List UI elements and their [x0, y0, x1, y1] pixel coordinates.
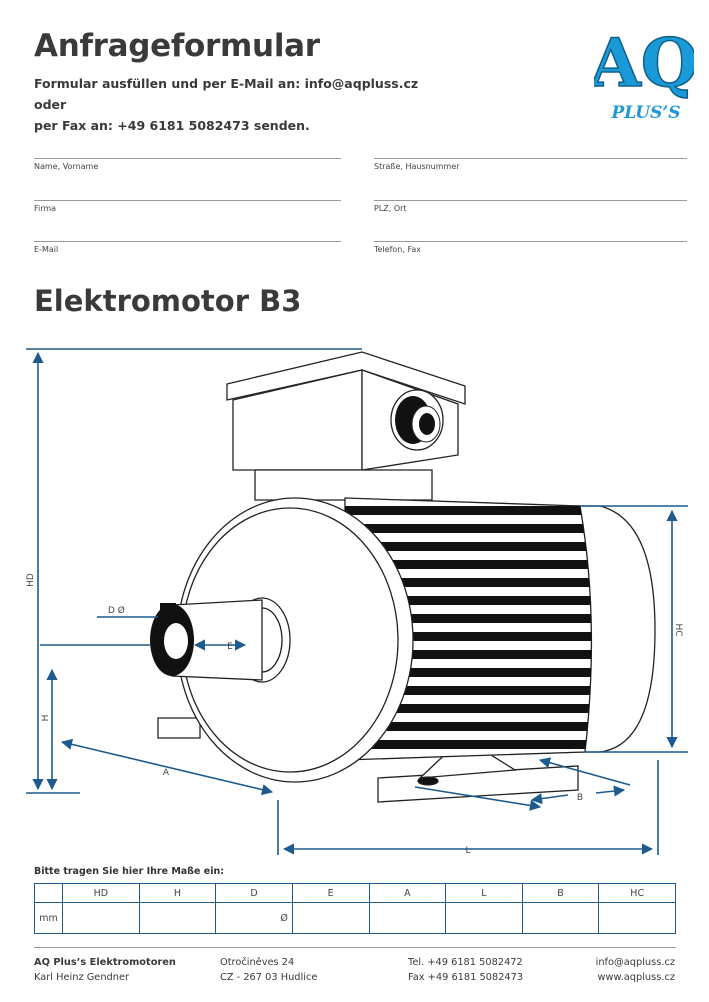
footer-phone: Tel. +49 6181 5082472 Fax +49 6181 50824… [408, 955, 523, 985]
input-e[interactable] [291, 902, 370, 934]
footer-web[interactable]: www.aqpluss.cz [597, 972, 675, 983]
name-field[interactable] [34, 158, 341, 159]
motor-feet [157, 717, 579, 803]
zip-city-field[interactable] [374, 200, 687, 201]
footer-street: Otročiněves 24 [220, 957, 295, 968]
section-title: Elektromotor B3 [34, 284, 302, 318]
logo-subtitle: PLUS’S [610, 103, 680, 123]
footer-company-name: AQ Plus’s Elektromotoren [34, 957, 176, 968]
input-hd[interactable] [62, 902, 140, 934]
phone-fax-field-label: Telefon, Fax [374, 245, 421, 254]
label-a: A [163, 768, 170, 778]
street-field[interactable] [374, 158, 687, 159]
label-l: L [465, 846, 470, 856]
label-hd: HD [26, 573, 36, 587]
footer-fax: Fax +49 6181 5082473 [408, 972, 524, 983]
footer-contact: info@aqpluss.cz www.aqpluss.cz [560, 955, 675, 985]
logo-letters: AQ [594, 24, 694, 102]
street-field-label: Straße, Hausnummer [374, 162, 460, 171]
table-corner-cell [34, 883, 63, 903]
label-e: E [227, 642, 233, 652]
aq-pluss-logo: AQ PLUS’S [594, 23, 694, 123]
terminal-box [226, 351, 466, 501]
label-h: H [41, 715, 51, 722]
intro-line-2: per Fax an: +49 6181 5082473 senden. [34, 118, 310, 133]
header-hd: HD [62, 883, 140, 903]
input-d[interactable]: Ø [215, 902, 293, 934]
company-field[interactable] [34, 200, 341, 201]
input-b[interactable] [521, 902, 600, 934]
input-h[interactable] [138, 902, 217, 934]
header-e: E [291, 883, 370, 903]
footer-company: AQ Plus’s Elektromotoren Karl Heinz Gend… [34, 955, 176, 985]
footer-email[interactable]: info@aqpluss.cz [595, 957, 675, 968]
motor-rear-cap [574, 505, 656, 753]
email-field-label: E-Mail [34, 245, 59, 254]
footer-address: Otročiněves 24 CZ - 267 03 Hudlice [220, 955, 317, 985]
dimensions-table: HD H D E A L B HC mm Ø [34, 883, 676, 934]
phone-fax-field[interactable] [374, 241, 687, 242]
header-b: B [521, 883, 600, 903]
input-hc[interactable] [598, 902, 676, 934]
footer-person: Karl Heinz Gendner [34, 972, 130, 983]
name-field-label: Name, Vorname [34, 162, 99, 171]
intro-text: Formular ausfüllen und per E-Mail an: in… [34, 73, 454, 136]
motor-shaft [150, 599, 263, 681]
label-hc: HC [673, 623, 683, 636]
table-caption: Bitte tragen Sie hier Ihre Maße ein: [34, 866, 225, 877]
row-unit-label: mm [34, 902, 63, 934]
table-header-row: HD H D E A L B HC [34, 883, 676, 903]
email-field[interactable] [34, 241, 341, 242]
table-row: mm Ø [34, 902, 676, 934]
input-l[interactable] [445, 902, 523, 934]
cable-gland [390, 389, 444, 451]
cooling-fins [345, 506, 592, 749]
header-d: D [215, 883, 293, 903]
header-h: H [138, 883, 217, 903]
company-field-label: Firma [34, 204, 57, 213]
input-a[interactable] [368, 902, 447, 934]
footer-tel: Tel. +49 6181 5082472 [408, 957, 523, 968]
dimension-lines [26, 348, 688, 855]
label-b: B [577, 793, 583, 803]
zip-city-field-label: PLZ, Ort [374, 204, 407, 213]
label-d: D Ø [108, 605, 125, 616]
intro-line-1: Formular ausfüllen und per E-Mail an: in… [34, 76, 419, 112]
footer-divider [34, 947, 676, 948]
header-a: A [368, 883, 447, 903]
motor-drawing: HD H D Ø E A B L HC [26, 348, 688, 856]
header-l: L [445, 883, 523, 903]
header-hc: HC [598, 883, 676, 903]
footer-city: CZ - 267 03 Hudlice [220, 972, 318, 983]
page-title: Anfrageformular [34, 28, 320, 64]
